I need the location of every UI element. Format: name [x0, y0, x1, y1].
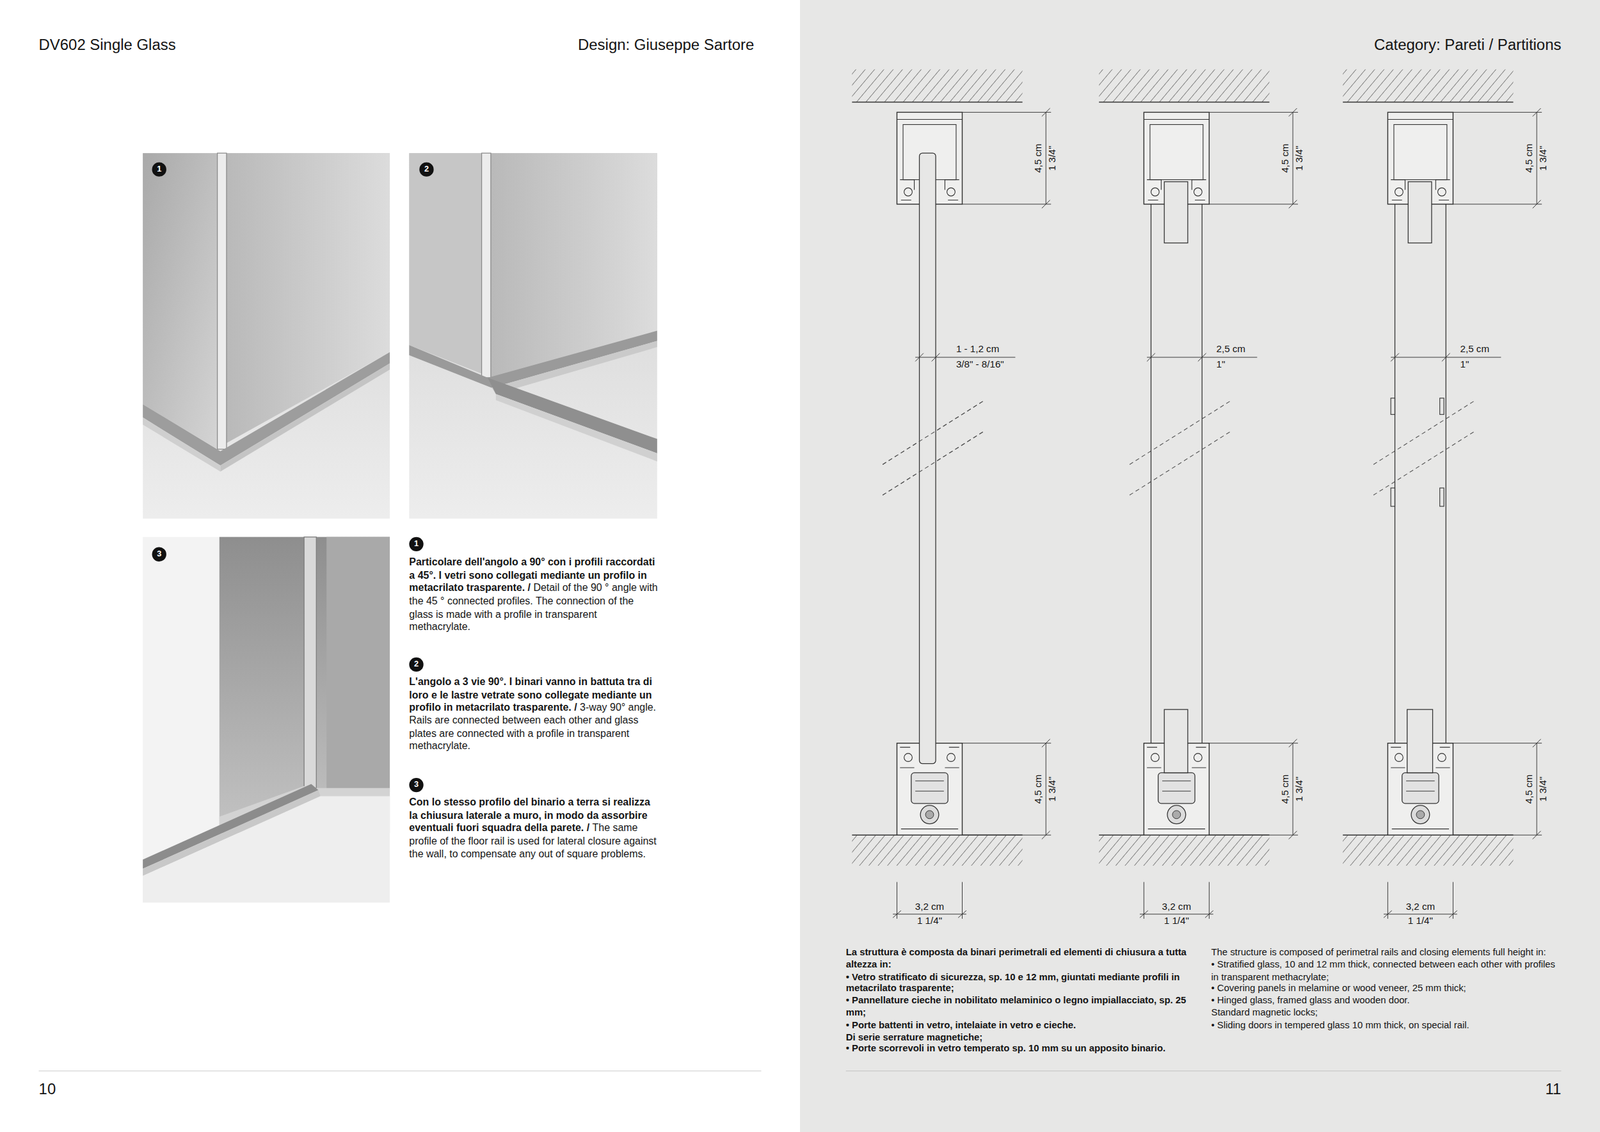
callout-number: 3 — [408, 777, 424, 792]
spec-note: The structure is composed of perimetral … — [1211, 947, 1564, 960]
spec-note: • Vetro stratificato di sicurezza, sp. 1… — [846, 970, 1199, 996]
spec-note: Di serie serrature magnetiche; — [846, 1031, 1199, 1044]
dimension-label: 4,5 cm — [1032, 143, 1044, 173]
spec-note: Standard magnetic locks; — [1211, 1007, 1564, 1020]
callout-number-text: 2 — [424, 165, 429, 174]
text-paragraph: L'angolo a 3 vie 90°. I binari vanno in … — [408, 675, 660, 753]
dimension-label: 1 3/4" — [1047, 776, 1059, 802]
dimension-label: 1 - 1,2 cm — [956, 343, 1000, 355]
callout-number-text: 1 — [414, 539, 419, 548]
dimension-label: 1 3/4" — [1538, 145, 1550, 171]
dimension-label: 2,5 cm — [1216, 343, 1246, 355]
spec-note: • Stratified glass, 10 and 12 mm thick, … — [1211, 958, 1564, 984]
dimension-label: 1" — [1460, 358, 1470, 370]
spec-note: La struttura è composta da binari perime… — [846, 947, 1199, 972]
spec-note: • Hinged glass, framed glass and wooden … — [1211, 995, 1564, 1008]
callout-number-text: 2 — [414, 660, 419, 669]
dimension-label: 1" — [1216, 358, 1226, 370]
designer-credit: Design: Giuseppe Sartore — [577, 35, 754, 54]
text-paragraph: Particolare dell'angolo a 90° con i prof… — [408, 556, 660, 634]
text-paragraph: La struttura è composta da binari perime… — [846, 947, 1199, 1056]
dimension-label: 1 3/4" — [1294, 776, 1306, 802]
callout-number: 1 — [408, 536, 424, 552]
text-paragraph: The structure is composed of perimetral … — [1211, 947, 1564, 1032]
text-paragraph: Con lo stesso profilo del binario a terr… — [408, 796, 660, 861]
spec-note: • Pannellature cieche in nobilitato mela… — [846, 995, 1199, 1020]
spec-note: • Sliding doors in tempered glass 10 mm … — [1211, 1018, 1564, 1032]
dimension-label: 4,5 cm — [1523, 774, 1535, 804]
dimension-label: 1 3/4" — [1294, 145, 1306, 171]
dimension-label: 4,5 cm — [1280, 143, 1291, 173]
dimension-label: 4,5 cm — [1032, 774, 1044, 804]
dimension-label: 2,5 cm — [1460, 343, 1490, 355]
dimension-label: 1 3/4" — [1047, 145, 1059, 171]
callout-number-text: 1 — [156, 165, 162, 174]
dimension-label: 3,2 cm — [915, 901, 944, 912]
callout-number-text: 3 — [414, 780, 419, 790]
dimension-label: 3,2 cm — [1406, 901, 1435, 912]
callout-number-text: 3 — [156, 549, 162, 559]
callout-number: 2 — [419, 162, 434, 177]
callout-number: 3 — [152, 547, 167, 562]
dimension-label: 1 1/4" — [917, 915, 943, 927]
dimension-label: 4,5 cm — [1523, 143, 1535, 173]
page-title: DV602 Single Glass — [39, 35, 176, 54]
spec-note: • Covering panels in melamine or wood ve… — [1211, 983, 1564, 996]
dimension-label: 1 1/4" — [1164, 915, 1190, 927]
category-heading: Category: Pareti / Partitions — [1374, 35, 1561, 54]
callout-number: 2 — [408, 657, 424, 672]
dimension-label: 1 3/4" — [1538, 776, 1550, 802]
spec-note: • Porte scorrevoli in vetro temperato sp… — [846, 1043, 1199, 1056]
dimension-label: 1 1/4" — [1408, 915, 1433, 927]
spec-note: • Porte battenti in vetro, intelaiate in… — [846, 1018, 1199, 1032]
page-number: 11 — [1545, 1079, 1562, 1098]
dimension-label: 3/8" - 8/16" — [956, 358, 1005, 370]
dimension-label: 4,5 cm — [1280, 774, 1291, 804]
callout-number: 1 — [152, 162, 167, 177]
page-number: 10 — [39, 1079, 57, 1098]
dimension-label: 3,2 cm — [1162, 901, 1192, 912]
